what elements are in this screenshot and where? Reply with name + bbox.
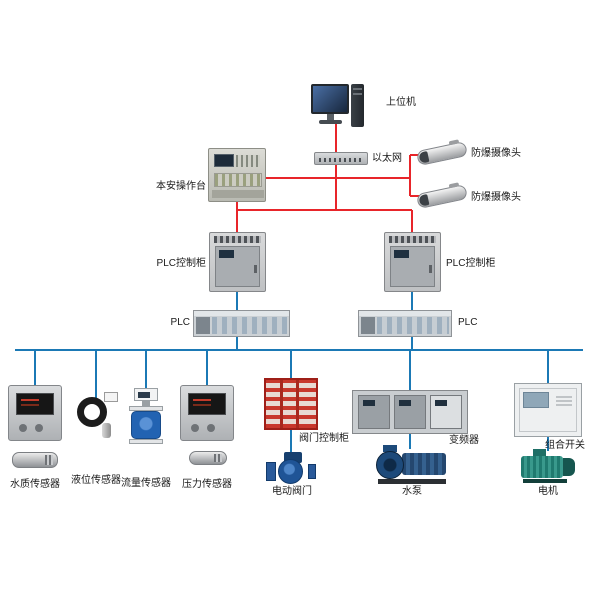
valve-actuator: [284, 452, 302, 463]
pump-base: [378, 479, 446, 484]
sensor-box-window: [16, 393, 54, 415]
console-screen: [214, 154, 234, 167]
operation-console: [208, 148, 266, 202]
plc-cabinet-left: [209, 232, 266, 292]
rack-io-modules: [212, 317, 287, 334]
plc-cabinet-left-label: PLC控制柜: [156, 258, 206, 269]
plc-cabinet-right: [384, 232, 441, 292]
cabinet-display: [219, 250, 234, 258]
vfd-panel: [358, 395, 390, 429]
electric-valve-label: 电动阀门: [272, 486, 312, 497]
vfd-panel: [430, 395, 462, 429]
plc-rack-right: [358, 310, 452, 337]
level-sensor-cable-coil: [77, 397, 107, 427]
monitor-base: [319, 120, 342, 124]
flow-sensor-label: 流量传感器: [121, 478, 171, 489]
motor-label: 电机: [538, 486, 558, 497]
motor-body: [521, 456, 563, 478]
motor-end-cap: [563, 458, 575, 476]
water-pump: [376, 445, 448, 484]
console-button-panel: [214, 173, 262, 187]
valve-cabinet-label: 阀门控制柜: [299, 433, 349, 444]
electric-valve: [266, 452, 316, 484]
water-pump-label: 水泵: [402, 486, 422, 497]
sensor-box-knobs: [19, 424, 27, 432]
cabinet-latch: [254, 265, 257, 273]
monitor-screen: [313, 86, 347, 112]
vfd-cabinet: [352, 390, 468, 434]
level-sensor-tag: [104, 392, 118, 402]
water-quality-sensor-label: 水质传感器: [10, 479, 60, 490]
flow-sensor: [126, 388, 166, 446]
flow-sensor-bottom-flange: [129, 439, 163, 444]
flow-sensor-neck: [142, 401, 150, 406]
valve-flange-left: [266, 462, 276, 481]
electric-motor: [519, 449, 575, 483]
host-computer-tower: [351, 84, 364, 127]
pump-inlet: [383, 445, 397, 452]
pressure-sensor-label: 压力传感器: [182, 479, 232, 490]
plc-rack-left: [193, 310, 290, 337]
level-sensor: [74, 392, 118, 438]
cabinet-display: [394, 250, 409, 258]
plc-left-label: PLC: [170, 317, 190, 328]
level-sensor-label: 液位传感器: [71, 475, 121, 486]
combo-switch-vents: [556, 394, 572, 406]
camera-top-label: 防爆摄像头: [471, 148, 521, 159]
plc-right-label: PLC: [458, 317, 478, 328]
combination-switch-cabinet: [514, 383, 582, 437]
console-keypad: [236, 155, 260, 167]
plc-cabinet-right-label: PLC控制柜: [446, 258, 496, 269]
host-computer-label: 上位机: [386, 97, 416, 108]
combo-switch-label: 组合开关: [545, 440, 585, 451]
rack-top-strip: [194, 311, 289, 316]
valve-body: [278, 459, 303, 484]
motor-junction-box: [533, 449, 546, 458]
monitor-stand: [327, 114, 334, 120]
vfd-panel: [394, 395, 426, 429]
rack-io-modules: [377, 317, 449, 334]
pump-motor: [402, 453, 446, 475]
motor-feet: [523, 479, 567, 483]
vfd-label: 变频器: [449, 435, 479, 446]
sensor-box-knobs: [191, 424, 199, 432]
console-base: [212, 190, 264, 198]
level-sensor-probe: [102, 423, 111, 438]
console-label: 本安操作台: [156, 181, 206, 192]
valve-control-cabinet: [264, 378, 318, 430]
rack-power-module: [196, 317, 210, 334]
pressure-sensor-box: [180, 385, 234, 441]
cabinet-terminal-strip: [389, 236, 436, 243]
flow-sensor-top-flange: [129, 406, 163, 411]
valve-flange-right: [308, 464, 316, 479]
water-quality-probe: [12, 452, 58, 468]
ethernet-label: 以太网: [372, 153, 402, 164]
ethernet-switch: [314, 152, 368, 165]
water-quality-sensor-box: [8, 385, 62, 441]
cabinet-terminal-strip: [214, 236, 261, 243]
pressure-transmitter: [189, 451, 227, 465]
rack-top-strip: [359, 311, 451, 316]
camera-bottom-label: 防爆摄像头: [471, 192, 521, 203]
combo-switch-display: [523, 392, 549, 408]
cabinet-latch: [429, 265, 432, 273]
host-computer-monitor: [311, 84, 349, 114]
rack-power-module: [361, 317, 375, 334]
flow-sensor-body: [131, 411, 161, 439]
pump-volute: [376, 451, 404, 479]
sensor-box-window: [188, 393, 226, 415]
flow-sensor-display-head: [134, 388, 158, 401]
